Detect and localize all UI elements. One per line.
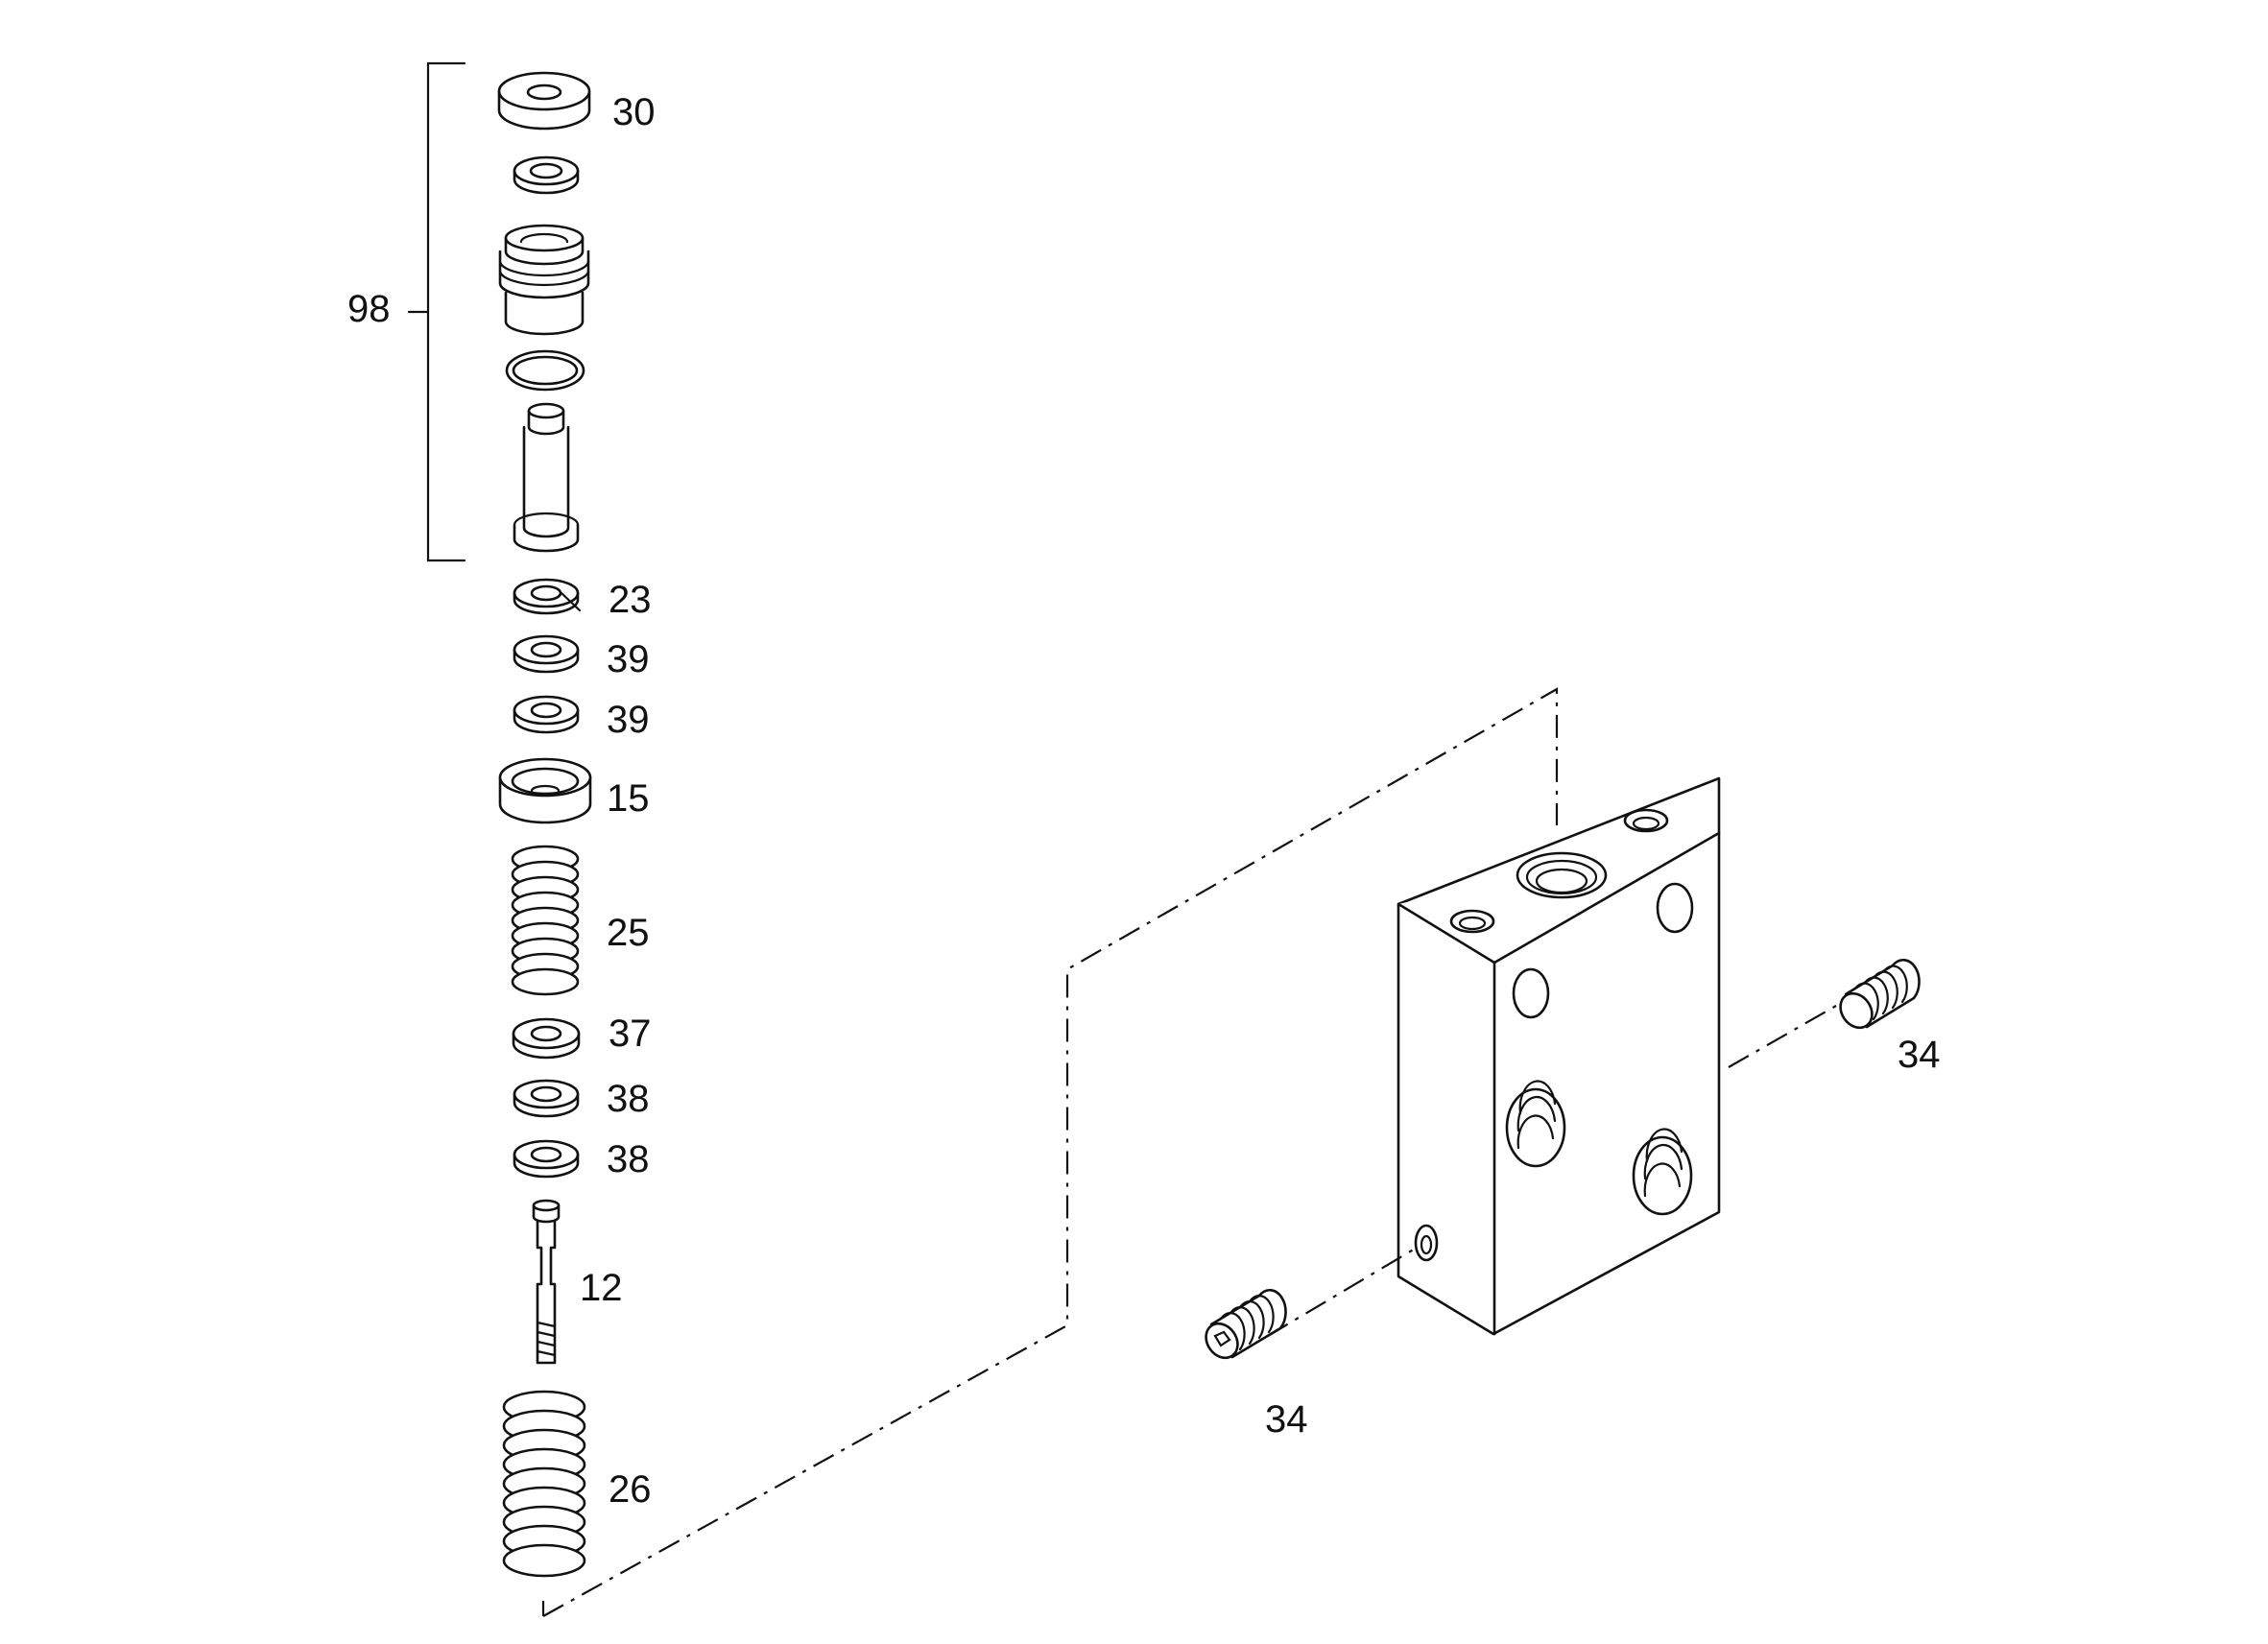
plug-leader-left [1267, 1247, 1418, 1337]
part-small-washer [513, 155, 580, 195]
label-12: 12 [580, 1267, 623, 1309]
label-25: 25 [607, 912, 650, 954]
valve-block [1397, 776, 1721, 1336]
part-34-plug-left [1205, 1288, 1287, 1360]
assembly-98-bracket [407, 61, 466, 562]
part-38-washer-b [513, 1139, 580, 1179]
label-30: 30 [612, 91, 656, 133]
label-98: 98 [347, 288, 391, 330]
label-39-b: 39 [607, 699, 650, 741]
label-34-left: 34 [1265, 1398, 1308, 1441]
label-15: 15 [607, 777, 650, 820]
part-38-washer-a [513, 1079, 580, 1118]
label-39-a: 39 [607, 638, 650, 680]
part-39-washer-a [513, 634, 580, 674]
label-38-b: 38 [607, 1138, 650, 1180]
part-39-washer-b [513, 695, 580, 734]
part-25-spring [511, 845, 580, 996]
part-30-washer [497, 71, 591, 131]
assembly-centerline [541, 687, 1559, 1617]
label-23: 23 [609, 579, 652, 621]
label-38-a: 38 [607, 1078, 650, 1120]
part-threaded-plug [498, 224, 590, 336]
label-37: 37 [609, 1013, 652, 1055]
part-23-split-ring [513, 578, 582, 615]
part-26-spring [502, 1390, 586, 1578]
part-12-pin [532, 1199, 561, 1365]
part-piston [513, 402, 580, 553]
part-37-washer [512, 1017, 581, 1060]
part-34-plug-right [1839, 958, 1921, 1030]
label-26: 26 [609, 1468, 652, 1511]
label-34-right: 34 [1898, 1034, 1941, 1076]
plug-leader-right [1728, 1001, 1844, 1068]
part-o-ring [505, 349, 585, 392]
part-15-cup [498, 757, 592, 824]
